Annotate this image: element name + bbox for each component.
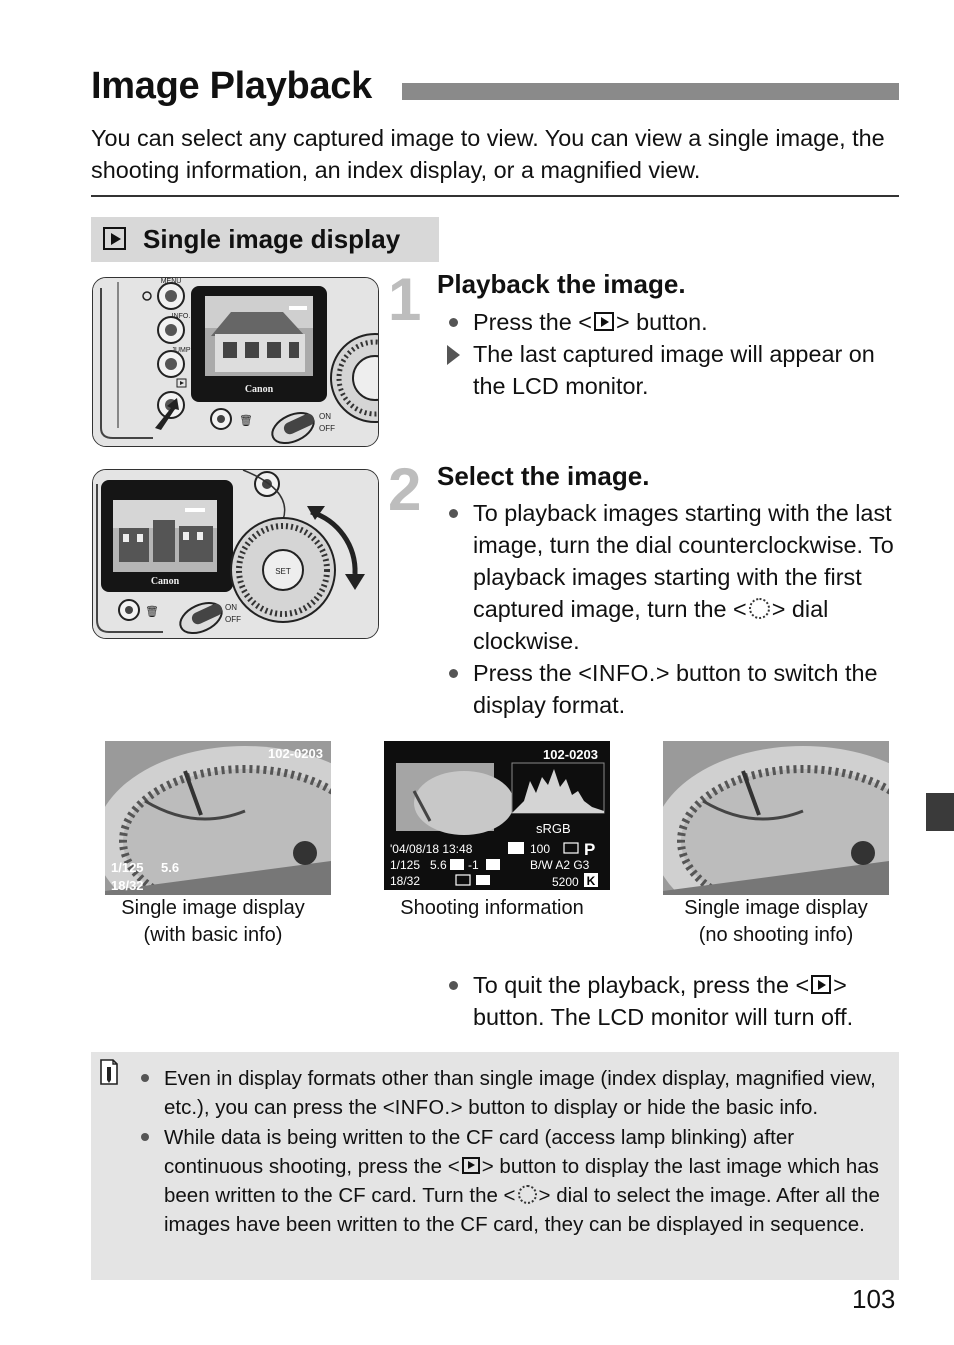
white-balance-kelvin: 5200: [552, 875, 579, 889]
info-button-label: INFO.: [394, 1097, 451, 1119]
list-item: To quit the playback, press the <> butto…: [437, 969, 899, 1033]
set-label: SET: [275, 567, 291, 576]
bullet-dot: [448, 509, 458, 518]
menu-label: MENU: [161, 278, 182, 285]
caption-shooting-information: Shooting information: [400, 897, 584, 919]
off-label: OFF: [319, 424, 335, 433]
bullet-dot: [448, 981, 458, 990]
step-number-2: 2: [388, 456, 422, 523]
playback-icon: [593, 312, 614, 331]
shutter-speed: 1/125: [111, 860, 144, 875]
caption-basic-info: Single image display (with basic info): [121, 897, 305, 946]
press-arrow: [155, 398, 179, 430]
list-item: The last captured image will appear on t…: [437, 338, 899, 402]
jump-label: JUMP: [171, 347, 190, 354]
image-count: 18/32: [390, 874, 420, 888]
result-arrow-icon: [446, 345, 460, 365]
step-title-2: Select the image.: [437, 461, 650, 491]
page-number: 103: [852, 1284, 896, 1314]
image-count: 18/32: [111, 878, 144, 893]
camera-back-illustration-1: MENU INFO. JUMP Canon 🗑 ON OFF: [92, 277, 379, 447]
list-item: Press the <INFO.> button to switch the d…: [437, 657, 899, 721]
step-2-bullets: To playback images starting with the las…: [437, 497, 899, 721]
note-icon: [100, 1059, 118, 1085]
playback-icon: [103, 227, 126, 250]
color-space: sRGB: [536, 821, 571, 836]
on-label: ON: [319, 412, 331, 421]
title-rule-bar: [402, 83, 899, 100]
quit-bullets: To quit the playback, press the <> butto…: [437, 969, 899, 1033]
main-dial-icon: [517, 1185, 537, 1204]
note-box: Even in display formats other than singl…: [91, 1052, 899, 1280]
main-dial-icon: [748, 598, 770, 619]
list-item: While data is being written to the CF ca…: [135, 1123, 885, 1239]
date-time: '04/08/18 13:48: [390, 842, 473, 856]
svg-text:🗑: 🗑: [239, 414, 253, 427]
single-image-no-info-screen: [663, 741, 889, 895]
canon-logo: Canon: [151, 576, 180, 587]
canon-logo: Canon: [245, 384, 274, 395]
section-label: Single image display: [143, 224, 401, 254]
section-heading: Single image display: [91, 217, 439, 262]
header-divider: [91, 195, 899, 197]
aperture: 5.6: [430, 858, 447, 872]
exposure-comp: -1: [468, 858, 479, 872]
file-number: 102-0203: [543, 747, 598, 762]
on-label: ON: [225, 603, 237, 612]
list-item: Even in display formats other than singl…: [135, 1064, 885, 1123]
list-item: Press the <> button.: [437, 306, 899, 338]
file-number: 102-0203: [268, 746, 323, 761]
step-title-1: Playback the image.: [437, 269, 686, 299]
shutter-speed: 1/125: [390, 858, 420, 872]
kelvin-badge: K: [587, 874, 596, 888]
bullet-dot: [141, 1074, 149, 1082]
processing-params: B/W A2 G3: [530, 858, 590, 872]
off-label: OFF: [225, 615, 241, 624]
svg-text:🗑: 🗑: [145, 605, 159, 618]
single-image-basic-info-screen: 102-0203 1/125 5.6 18/32: [105, 741, 331, 895]
page-title: Image Playback: [91, 65, 372, 107]
caption-no-shooting-info: Single image display (no shooting info): [684, 897, 868, 946]
shooting-mode: P: [584, 840, 595, 859]
bullet-dot: [448, 318, 458, 327]
bullet-dot: [141, 1133, 149, 1141]
step-number-1: 1: [388, 266, 422, 333]
camera-back-illustration-2: Canon SET 🗑 ON OFF: [92, 469, 379, 639]
rotation-arrow: [310, 509, 358, 575]
iso-value: 100: [530, 842, 550, 856]
step-1-bullets: Press the <> button. The last captured i…: [437, 306, 899, 402]
playback-icon: [461, 1157, 480, 1174]
list-item: To playback images starting with the las…: [437, 497, 899, 657]
info-label: INFO.: [172, 313, 191, 320]
chapter-thumb-tab: [926, 793, 954, 831]
intro-text: You can select any captured image to vie…: [91, 125, 885, 183]
aperture: 5.6: [161, 860, 179, 875]
info-button-label: INFO.: [591, 660, 656, 686]
playback-icon: [811, 975, 832, 994]
bullet-dot: [448, 669, 458, 678]
shooting-information-screen: 102-0203 sRGB '04/08/18 13:48 100 P 1/12…: [384, 741, 610, 890]
